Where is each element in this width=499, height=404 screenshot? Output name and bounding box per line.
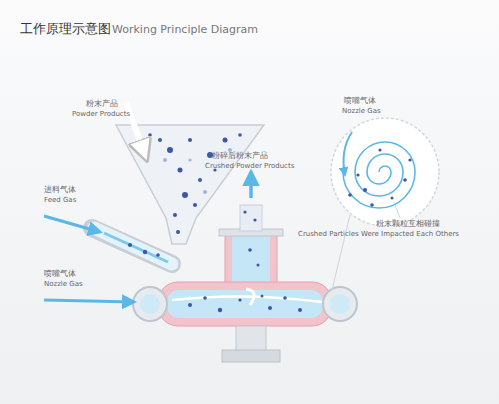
label-text: Powder Products (72, 111, 130, 119)
label-text: Crushed Powder Products (205, 163, 294, 171)
label-text: Nozzle Gas (342, 108, 381, 116)
label-text: Crushed Particles Were Impacted Each Oth… (298, 231, 459, 239)
label-text: 粉末产品 (86, 100, 118, 109)
label-text: 喷嘴气体 (344, 97, 376, 106)
label-text: 进料气体 (44, 186, 76, 195)
diagram-title: 工作原理示意图 (20, 22, 111, 36)
label-text: Feed Gas (44, 197, 76, 205)
label-text: 粉末颗粒互相碰撞 (376, 220, 440, 229)
label-text: Working Principle Diagram (112, 24, 258, 36)
label-text: 粉碎后粉末产品 (212, 152, 268, 161)
label-text: 喷嘴气体 (44, 270, 76, 279)
label-text: Nozzle Gas (44, 281, 83, 289)
